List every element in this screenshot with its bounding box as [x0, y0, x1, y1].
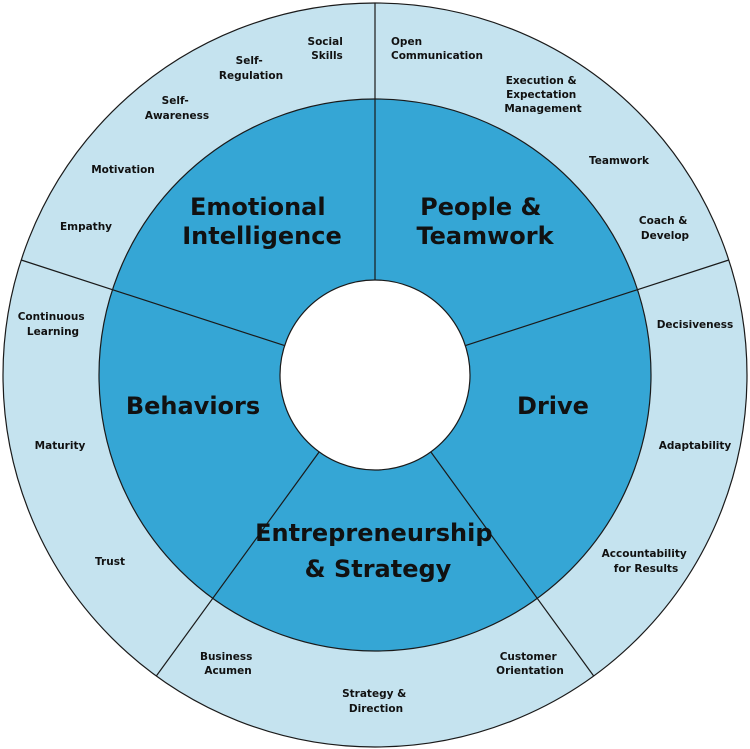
item-self-regulation: Self- Regulation	[219, 55, 283, 82]
item-maturity: Maturity	[35, 440, 86, 452]
segment-people-teamwork: People & Teamwork Open Communication Exe…	[391, 36, 691, 250]
item-open-communication: Open Communication	[391, 36, 483, 62]
segment-divider-line	[430, 451, 595, 677]
item-coach-develop: Coach & Develop	[639, 215, 691, 242]
segment-label: People & Teamwork	[416, 193, 554, 250]
item-motivation: Motivation	[91, 164, 155, 176]
item-trust: Trust	[95, 556, 125, 568]
segment-label: Behaviors	[126, 392, 260, 420]
item-strategy-direction: Strategy & Direction	[342, 688, 410, 715]
segment-label: Entrepreneurship & Strategy	[255, 519, 501, 583]
segment-dividers	[21, 3, 729, 677]
item-business-acumen: Business Acumen	[200, 651, 256, 677]
segment-behaviors: Behaviors Continuous Learning Maturity T…	[18, 311, 260, 568]
center-hole	[279, 279, 471, 471]
item-execution-expectation-management: Execution & Expectation Management	[504, 75, 581, 115]
item-social-skills: Social Skills	[308, 36, 347, 62]
segment-entrepreneurship-strategy: Entrepreneurship & Strategy Customer Ori…	[200, 519, 564, 715]
segment-divider-line	[465, 259, 729, 347]
item-self-awareness: Self- Awareness	[145, 95, 209, 122]
segment-divider-line	[21, 259, 285, 347]
segment-drive: Drive Decisiveness Adaptability Accounta…	[517, 319, 733, 575]
item-decisiveness: Decisiveness	[657, 319, 734, 331]
item-teamwork: Teamwork	[589, 155, 650, 167]
item-adaptability: Adaptability	[659, 440, 732, 452]
item-accountability-for-results: Accountability for Results	[602, 548, 691, 575]
segment-emotional-intelligence: Emotional Intelligence Social Skills Sel…	[60, 36, 347, 250]
item-empathy: Empathy	[60, 221, 112, 233]
segment-label: Drive	[517, 392, 589, 420]
item-customer-orientation: Customer Orientation	[496, 651, 564, 677]
segment-divider-line	[155, 451, 320, 677]
segment-label: Emotional Intelligence	[182, 193, 342, 250]
item-continuous-learning: Continuous Learning	[18, 311, 89, 338]
